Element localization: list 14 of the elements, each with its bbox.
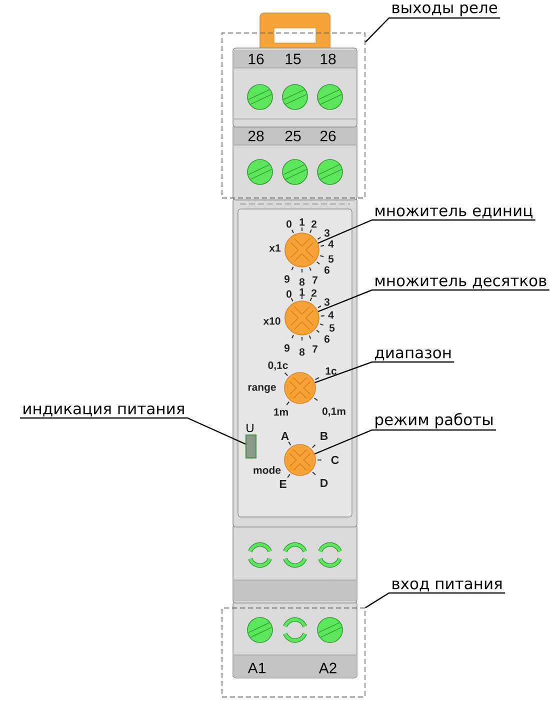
- callout-label: диапазон: [375, 349, 451, 360]
- callout-label: индикация питания: [24, 406, 184, 416]
- callout-label: множитель единиц: [376, 208, 532, 218]
- leader-line: [318, 219, 536, 244]
- leader-line: [365, 592, 506, 608]
- leader-line: [314, 361, 454, 384]
- callout-label: режим работы: [376, 413, 492, 428]
- leader-line: [20, 417, 246, 445]
- leader-line: [318, 289, 550, 312]
- callout-label: множитель десятков: [376, 278, 546, 288]
- leader-line: [365, 17, 500, 42]
- leader-line: [314, 429, 496, 454]
- callout-label: выходы реле: [392, 4, 498, 16]
- callout-label: вход питания: [392, 580, 502, 592]
